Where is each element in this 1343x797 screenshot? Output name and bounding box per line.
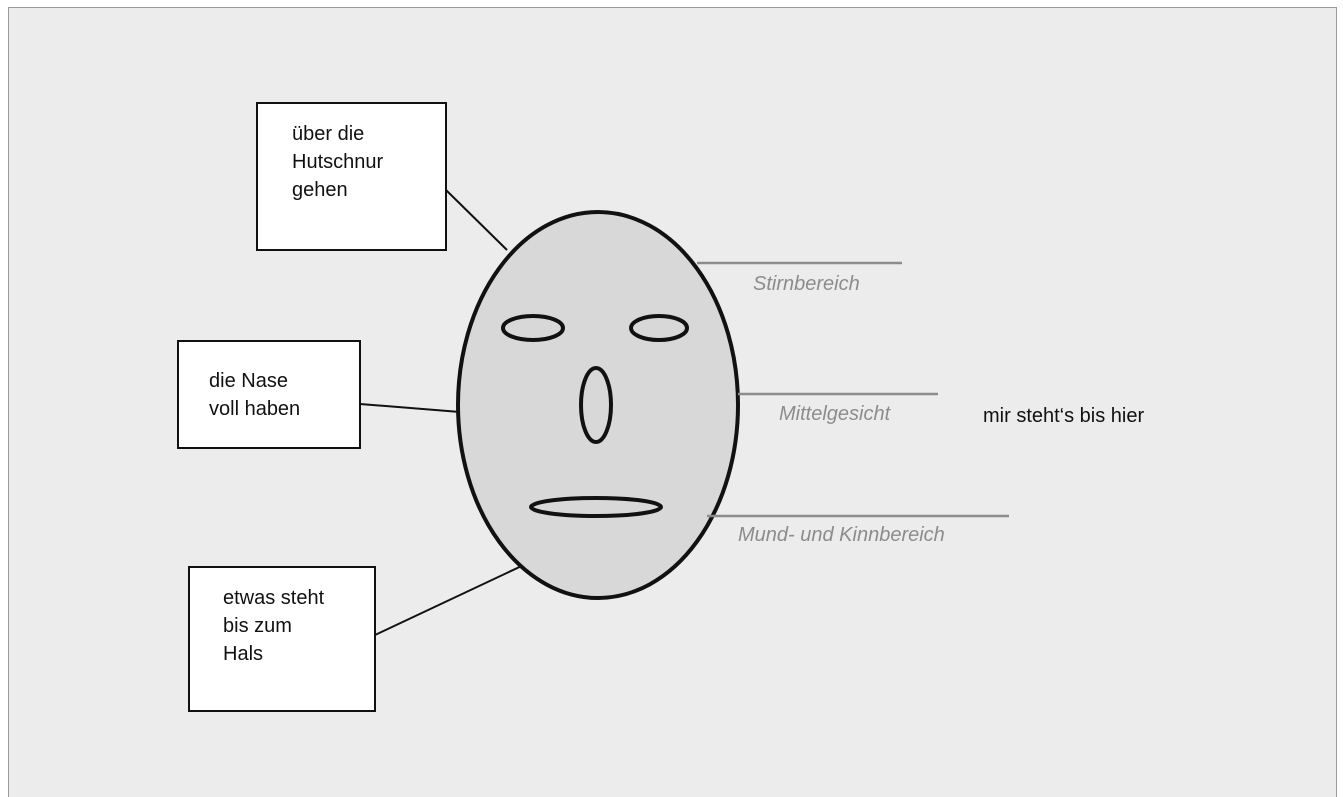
connector-bottom: [374, 562, 529, 636]
zone-label-forehead: Stirnbereich: [753, 273, 860, 295]
zone-label-midface: Mittelgesicht: [779, 403, 891, 425]
face-outline: [456, 210, 740, 600]
zone-label-mouth-chin: Mund- und Kinnbereich: [738, 524, 945, 546]
connector-middle: [359, 403, 461, 413]
expression-box-middle-text: die Nase voll haben: [209, 370, 301, 420]
expression-box-middle: die Nase voll haben: [177, 340, 361, 449]
connector-top: [445, 189, 508, 251]
expression-box-top: über die Hutschnur gehen: [256, 102, 447, 251]
mouth: [529, 496, 663, 518]
left-eye: [501, 314, 565, 342]
nose: [579, 366, 613, 444]
side-expression: mir steht‘s bis hier: [983, 405, 1145, 427]
expression-box-top-text: über die Hutschnur gehen: [292, 123, 384, 201]
right-eye: [629, 314, 689, 342]
expression-box-bottom: etwas steht bis zum Hals: [188, 566, 376, 712]
expression-box-bottom-text: etwas steht bis zum Hals: [223, 587, 325, 665]
